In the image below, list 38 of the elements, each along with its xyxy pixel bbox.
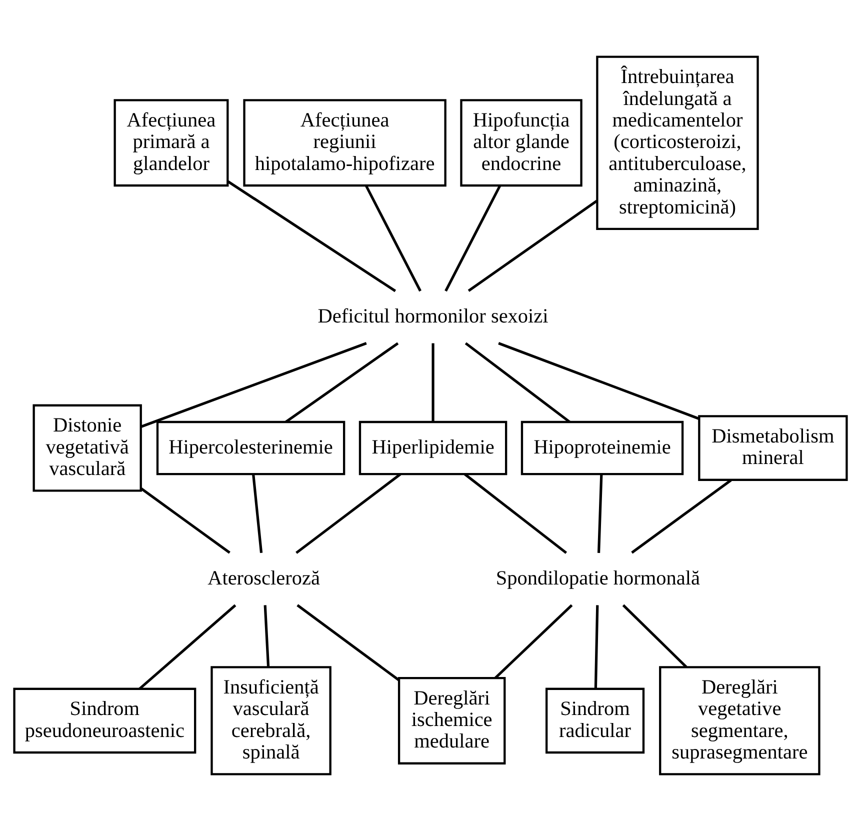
connector: [622, 604, 688, 668]
connector: [464, 342, 571, 424]
node-box: Hipoproteinemie: [520, 420, 684, 476]
node-box: Hipercolesterinemie: [156, 420, 346, 476]
connector: [227, 180, 396, 292]
node-box: Distonie vegetativă vasculară: [32, 404, 142, 492]
connector: [631, 479, 732, 554]
connector: [594, 605, 599, 689]
node-box: Insuficiență vasculară cerebrală, spinală: [210, 666, 332, 776]
connector: [285, 342, 399, 424]
connector: [264, 605, 270, 668]
connector: [597, 474, 603, 553]
connector: [444, 185, 502, 292]
node-box: Întrebuințarea îndelungată a medicamentelor (corticosteroizi, antituberculoase, aminazină, streptomicină): [596, 56, 759, 230]
connector: [252, 474, 263, 554]
node-text: Deficitul hormonilor sexoizi: [318, 305, 548, 328]
node-text: Ateroscleroză: [208, 567, 320, 590]
connector: [138, 604, 236, 690]
connector: [296, 604, 400, 682]
node-box: Sindrom radicular: [546, 688, 645, 754]
node-box: Afecțiunea regiunii hipotalamo-hipofizare: [243, 99, 446, 187]
connector: [432, 343, 434, 422]
node-box: Sindrom pseudoneuroastenic: [13, 688, 196, 754]
connector: [498, 342, 700, 420]
node-box: Hiperlipidemie: [358, 420, 508, 476]
node-box: Afecțiunea primară a glandelor: [114, 99, 229, 187]
connector: [296, 473, 402, 554]
connector: [468, 200, 598, 292]
node-box: Dismetabolism mineral: [698, 415, 848, 481]
connector: [365, 185, 422, 292]
node-text: Spondilopatie hormonală: [496, 567, 700, 590]
connector: [494, 604, 573, 679]
node-box: Dereglări vegetative segmentare, suprasegmentare: [659, 666, 820, 776]
node-box: Hipofuncția altor glande endocrine: [460, 99, 582, 187]
connector: [140, 488, 230, 554]
node-box: Dereglări ischemice medulare: [398, 676, 506, 764]
connector: [464, 473, 568, 554]
connector: [140, 342, 367, 428]
